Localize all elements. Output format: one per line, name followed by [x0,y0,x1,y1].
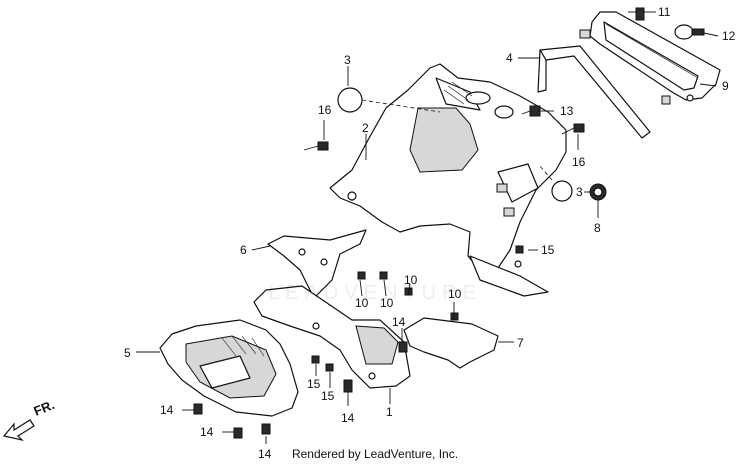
callout-14-right: 14 [392,315,406,329]
part-16-screw-left [303,141,329,151]
callout-2: 2 [362,121,369,135]
part-10-clip-a [357,271,366,280]
callout-13: 13 [560,104,574,118]
callout-10-b: 10 [380,296,394,310]
part-13-screw [521,105,541,117]
arrow-icon [2,419,35,442]
part-10-clip-d [450,312,459,321]
part-15-screw-low [325,363,334,372]
part-14-screw-bottom-b [261,423,271,435]
part-4-strip [537,45,651,139]
part-14-screw-right [398,341,408,353]
callout-14-bottom-b: 14 [258,447,272,461]
part-14-screw-lower [343,379,353,393]
direction-label: FR. [32,397,57,419]
callout-3-upper: 3 [344,53,351,67]
part-11-clip [635,7,656,21]
part-3-cap-lower [551,180,573,202]
part-3-cap-upper [337,87,363,113]
callout-1: 1 [386,405,393,419]
part-7-side-panel [403,317,499,369]
callout-6: 6 [240,243,247,257]
part-6-side-cover [267,229,367,299]
part-5-under-tray [159,319,299,417]
part-14-screw-bottom-a [233,427,243,439]
callout-14-bottom-a: 14 [200,425,214,439]
callout-14-left: 14 [160,403,174,417]
callout-12: 12 [722,29,736,43]
part-12-lock [674,24,719,40]
watermark: LEADVENTURE [268,282,482,304]
callout-11: 11 [658,5,671,19]
callout-7: 7 [517,336,524,350]
part-15-screw-upper [515,245,524,254]
callout-3-lower: 3 [576,185,583,199]
callout-16-right: 16 [572,155,586,169]
part-1-lower-cover [253,285,411,389]
callout-10-d: 10 [448,287,462,301]
callout-15-low: 15 [321,389,335,403]
part-10-clip-b [379,271,388,280]
part-14-screw-left [193,403,203,415]
callout-5: 5 [124,346,131,360]
callout-14-lower: 14 [341,411,355,425]
part-9-bracket [579,11,721,105]
callout-16-left: 16 [318,103,332,117]
credit-line: Rendered by LeadVenture, Inc. [291,447,459,461]
callout-15-mid: 15 [307,377,321,391]
leader-lines [136,11,717,444]
callout-15-upper: 15 [541,243,555,257]
callout-8: 8 [594,221,601,235]
callout-9: 9 [722,79,729,93]
part-8-knob [589,183,607,201]
callout-10-c: 10 [404,273,418,287]
callout-labels: 1 2 3 3 4 5 6 7 8 9 10 10 10 10 11 12 13… [124,5,736,461]
part-16-screw-right [561,123,585,135]
front-direction-arrow: FR. [2,397,57,442]
part-15-screw-mid [311,355,320,364]
part-2-inner-cover [329,63,567,297]
callout-10-a: 10 [355,296,369,310]
callout-4: 4 [506,51,513,65]
